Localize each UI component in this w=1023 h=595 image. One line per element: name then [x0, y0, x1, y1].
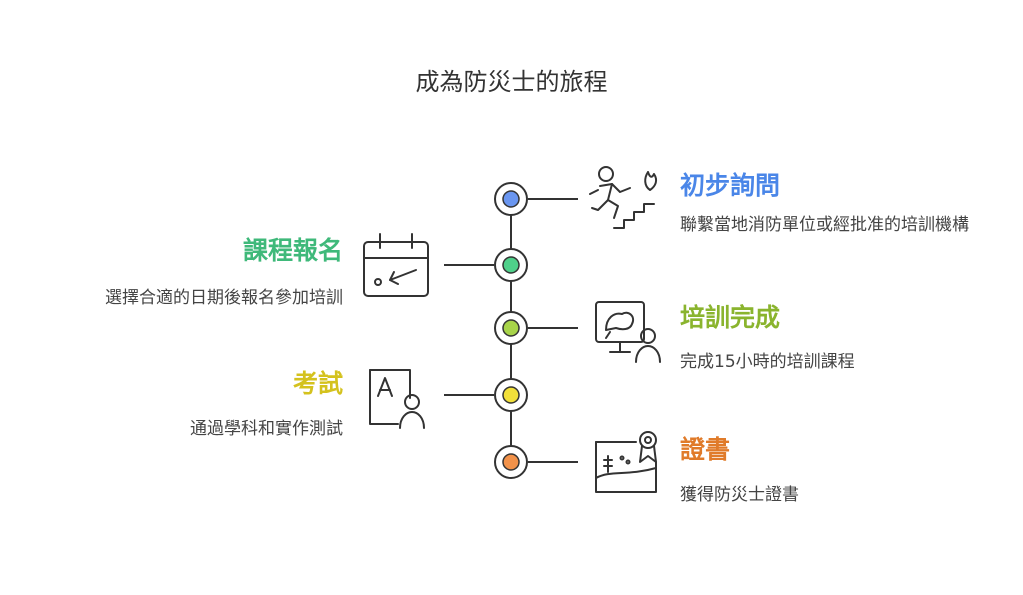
node-4	[494, 378, 528, 412]
step-3-desc: 完成15小時的培訓課程	[680, 352, 855, 372]
step-5-desc: 獲得防災士證書	[680, 485, 799, 505]
step-1-label: 初步詢問	[680, 171, 781, 200]
diagram-title: 成為防災士的旅程	[415, 68, 608, 96]
calendar-icon	[363, 233, 429, 297]
runner-fire-icon	[589, 166, 658, 229]
step-4-label: 考試	[292, 369, 343, 398]
node-2	[494, 248, 528, 282]
step-2-label: 課程報名	[242, 236, 343, 265]
exam-icon	[369, 369, 425, 429]
node-5	[494, 445, 528, 479]
certificate-icon	[595, 431, 657, 493]
step-2-desc: 選擇合適的日期後報名參加培訓	[105, 288, 343, 308]
presentation-icon	[595, 301, 661, 363]
step-5-label: 證書	[680, 435, 731, 464]
step-3-label: 培訓完成	[680, 303, 781, 332]
step-4-desc: 通過學科和實作測試	[190, 419, 343, 439]
node-3	[494, 311, 528, 345]
step-1-desc: 聯繫當地消防單位或經批准的培訓機構	[680, 215, 969, 235]
node-1	[494, 182, 528, 216]
